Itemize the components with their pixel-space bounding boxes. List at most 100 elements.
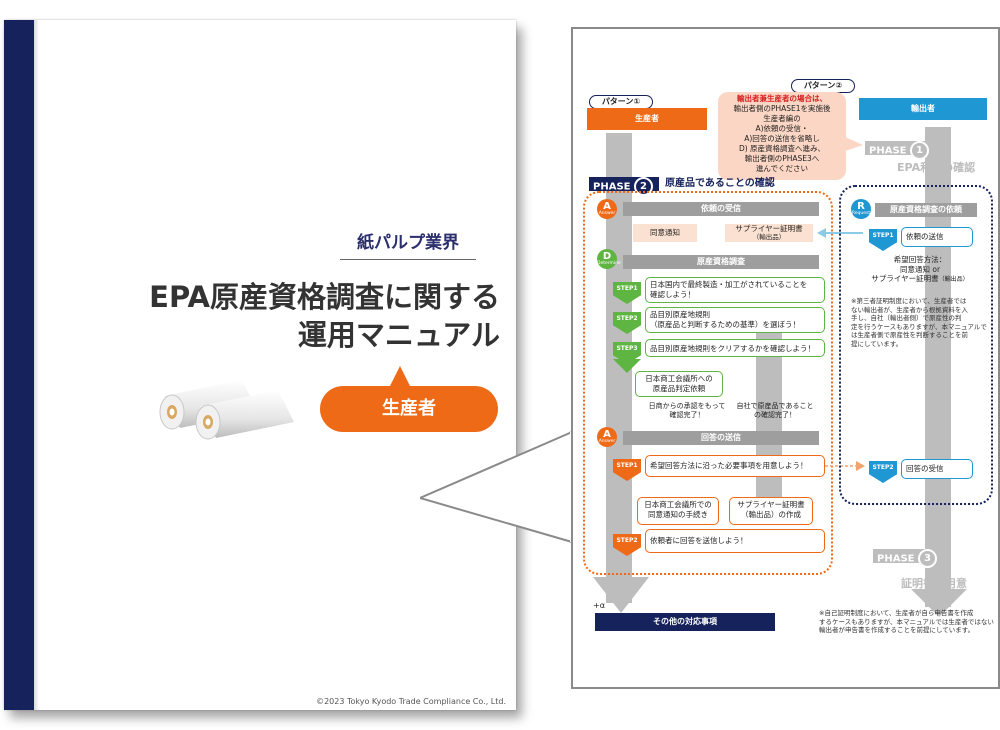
receive-request-bar: 依頼の受信 [623, 202, 819, 216]
supplier-create-line-2: （輸出品）の作成 [741, 510, 801, 519]
role-badge: 生産者 [320, 386, 498, 432]
phase-2-label: PHASE [593, 181, 631, 193]
pattern-1-label: パターン① [589, 95, 653, 109]
d-step-2-box: 品目別原産地規則 （原産品と判断するための基準）を選ぼう！ [645, 307, 825, 333]
phase-3-tag: PHASE 3 [873, 549, 947, 568]
a-step-1-marker: STEP1 [613, 459, 641, 481]
supplier-cert-line-1: サプライヤー証明書 [735, 224, 803, 233]
manual-cover: 紙パルプ業界 EPA原産資格調査に関する 運用マニュアル 生産者 ©2023 T… [4, 20, 516, 710]
d-step-1-line-2: 確認しよう！ [650, 290, 695, 299]
desired-method: 希望回答方法： 同意通知 or サプライヤー証明書（輸出品） [855, 255, 985, 285]
supplier-create-box: サプライヤー証明書 （輸出品）の作成 [729, 497, 813, 525]
copyright-text: ©2023 Tokyo Kyodo Trade Compliance Co., … [316, 697, 506, 706]
middle-flow-column [756, 329, 782, 507]
d-step-2-marker: STEP2 [613, 312, 641, 334]
request-arrow-left [817, 228, 863, 238]
approval-line-2: 確認完了！ [669, 411, 705, 419]
phase-1-number: 1 [909, 141, 929, 160]
a-step-2-marker: STEP2 [613, 534, 641, 556]
third-party-note-line: は生産者側で原産性を判断することを前 [851, 331, 968, 339]
self-cert-note-line: 輸出者が申告書を作成することを前提にしています。 [819, 626, 975, 634]
consent-notice-box: 同意通知 [633, 224, 697, 242]
d-step-2-line-2: （原産品と判断するための基準）を選ぼう！ [650, 320, 800, 329]
note-line: A)依頼の受信・ [755, 124, 809, 133]
chamber-consent-line-2: 同意通知の手続き [648, 510, 708, 519]
flow-page: パターン① パターン② 生産者 輸出者 輸出者兼生産者の場合は、 輸出者側のPH… [571, 27, 1000, 689]
self-cert-note-line: ※自己証明制度において、生産者が自ら申告書を作成 [819, 609, 974, 617]
d-step-1-line-1: 日本国内で最終製造・加工がされていることを [650, 280, 808, 289]
manual-title: EPA原産資格調査に関する 運用マニュアル [149, 278, 500, 354]
third-party-note-line: 定を行うケースもありますが、本マニュアルで [851, 322, 987, 331]
producer-area [583, 191, 833, 575]
send-request-box: 依頼の送信 [901, 227, 973, 247]
note-bubble-tail [845, 137, 863, 151]
note-line: A)回答の送信を省略し [744, 134, 820, 143]
d-step-2-line-1: 品目別原産地規則 [650, 310, 710, 319]
phase-1-label: PHASE [869, 145, 907, 157]
note-line: D) 原産資格調査へ進み、 [738, 144, 826, 153]
cover-spine [4, 20, 34, 710]
title-line-1: EPA原産資格調査に関する [149, 280, 500, 314]
cover-edge [34, 20, 39, 710]
producer-header: 生産者 [587, 108, 707, 130]
receive-answer-box: 回答の受信 [901, 459, 973, 479]
flow-arrow-down [593, 577, 649, 613]
origin-survey-bar: 原産資格調査 [623, 255, 819, 269]
d-step-3-box: 品目別原産地規則をクリアするかを確認しよう！ [645, 339, 825, 357]
supplier-cert-line-2: （輸出品） [752, 233, 786, 241]
role-badge-tip [389, 366, 411, 388]
third-party-note-line: ※第三者証明制度において、生産者では [851, 297, 967, 305]
a-step-1-box: 希望回答方法に沿った必要事項を用意しよう！ [645, 455, 825, 477]
plus-alpha-label: +α [593, 601, 605, 610]
answer-arrow-right [825, 461, 865, 471]
approval-confirmed: 日商からの承認をもって 確認完了！ [639, 402, 735, 420]
third-party-note-line: 提にしています。 [851, 339, 903, 348]
pattern-2-label: パターン② [791, 79, 855, 93]
phase-3-title: 証明書の用意 [901, 577, 967, 590]
exporter-header: 輸出者 [859, 98, 987, 120]
a-step-2-box: 依頼者に回答を送信しよう！ [645, 529, 825, 553]
note-line: 輸出者兼生産者の場合は、 [737, 94, 827, 103]
d-step-1-box: 日本国内で最終製造・加工がされていることを 確認しよう！ [645, 277, 825, 303]
d-step-3-marker: STEP3 [613, 342, 641, 364]
d-step-1-marker: STEP1 [613, 282, 641, 304]
note-line: 進んでください [755, 164, 809, 173]
chamber-determination-box: 日本商工会議所への 原産品判定依頼 [635, 371, 723, 397]
origin-request-bar: 原産資格調査の依頼 [875, 203, 977, 217]
third-party-note-line: 手し、自社（輸出者側）で原産性の判 [851, 314, 962, 322]
send-answer-bar: 回答の送信 [623, 431, 819, 445]
note-line: 輸出者側のPHASE1を実施後 [733, 104, 831, 113]
self-cert-note-line: するケースもありますが、本マニュアルでは生産者ではない [819, 617, 994, 626]
title-line-2: 運用マニュアル [297, 318, 500, 352]
desired-method-option-1: 同意通知 or [899, 264, 941, 274]
third-party-note-line: ない輸出者が、生産者から根拠資料を入 [851, 305, 968, 314]
other-matters-bar: その他の対応事項 [595, 613, 775, 631]
note-line: 生産者編の [763, 114, 801, 123]
survey-down-arrow [613, 359, 641, 373]
chamber-line-2: 原産品判定依頼 [652, 384, 706, 393]
self-confirm-line-1: 自社で原産品であること [736, 402, 814, 410]
exporter-arrow-down [911, 589, 967, 617]
r-step-1-marker: STEP1 [869, 229, 897, 251]
phase-3-label: PHASE [877, 553, 915, 565]
phase-2-title: 原産品であることの確認 [665, 178, 775, 189]
phase-1-tag: PHASE 1 [865, 141, 941, 160]
supplier-certificate-box: サプライヤー証明書 （輸出品） [725, 224, 813, 242]
desired-method-option-2: サプライヤー証明書（輸出品） [871, 274, 969, 283]
industry-label: 紙パルプ業界 [340, 228, 476, 260]
phase-2-tag: PHASE 2 [589, 177, 659, 196]
note-line: 輸出者側のPHASE3へ [744, 154, 820, 163]
r-step-2-marker: STEP2 [869, 461, 897, 483]
phase-3-number: 3 [917, 549, 937, 568]
self-certification-note: ※自己証明制度において、生産者が自ら申告書を作成 するケースもありますが、本マニ… [819, 609, 994, 635]
exporter-request-area [839, 185, 993, 505]
chamber-line-1: 日本商工会議所への [645, 374, 713, 383]
phase-1-title: EPA利用の確認 [897, 161, 976, 174]
desired-method-label: 希望回答方法： [893, 255, 947, 264]
chamber-consent-line-1: 日本商工会議所での [644, 500, 712, 509]
approval-line-1: 日商からの承認をもって [648, 402, 726, 410]
